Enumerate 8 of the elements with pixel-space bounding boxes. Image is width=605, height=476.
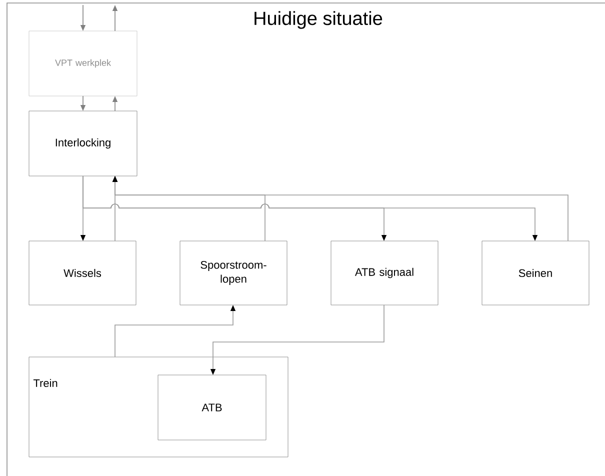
- process-box: Wissels: [28, 240, 136, 306]
- process-box: ATB signaal: [330, 240, 438, 306]
- process-box: Seinen: [482, 240, 590, 306]
- workstation-box: VPT werkplek: [28, 30, 138, 96]
- process-box: ATB: [158, 374, 266, 440]
- process-box: Interlocking: [28, 110, 138, 176]
- title: Huidige situatie: [254, 11, 382, 29]
- process-box: Spoorstroom-lopen: [180, 240, 288, 306]
